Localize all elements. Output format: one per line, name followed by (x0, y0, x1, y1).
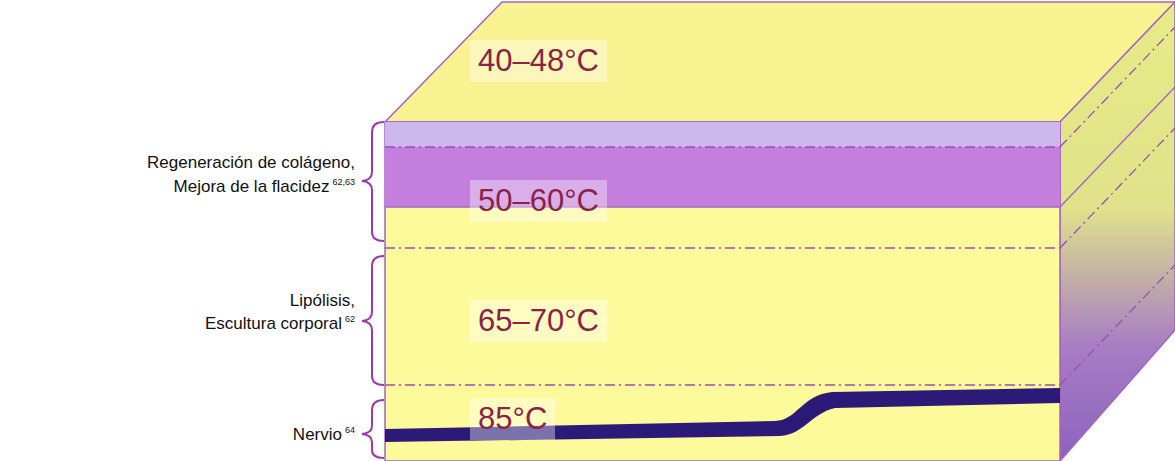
side-face (1060, 2, 1175, 461)
side-border (1060, 87, 1175, 207)
temperature-box: 65–70°C (470, 300, 607, 342)
reference-number: 64 (345, 425, 355, 435)
top-face (385, 2, 1175, 122)
temperature-label: 50–60°C (478, 183, 599, 219)
temperature-label: 65–70°C (478, 303, 599, 339)
layer-label: Escultura corporal (205, 314, 342, 333)
layer-label: Mejora de la flacidez (174, 177, 330, 196)
front-face (385, 122, 1060, 461)
side-label: Escultura corporal62 (205, 313, 355, 334)
layer-label: Nervio (293, 425, 342, 444)
epidermis-band (385, 122, 1060, 147)
side-label: Mejora de la flacidez62,63 (174, 176, 355, 197)
bracket (362, 122, 384, 458)
reference-number: 62,63 (332, 177, 355, 187)
layer-label: Lipólisis, (290, 291, 355, 310)
dash-dot-lines (385, 27, 1175, 385)
layer-label: Regeneración de colágeno, (147, 153, 355, 172)
temperature-box: 50–60°C (470, 180, 607, 222)
temperature-label: 40–48°C (478, 43, 599, 79)
side-label: Lipólisis, (290, 290, 355, 311)
side-label: Regeneración de colágeno, (147, 152, 355, 173)
temperature-box: 40–48°C (470, 40, 607, 82)
reference-number: 62 (345, 314, 355, 324)
temperature-label: 85°C (478, 401, 547, 437)
side-label: Nervio64 (293, 424, 355, 445)
nerve (385, 388, 1060, 442)
temperature-box: 85°C (470, 398, 555, 440)
